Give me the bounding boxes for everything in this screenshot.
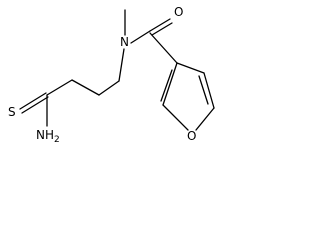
bond-carbonyl-furan: [149, 32, 178, 64]
atom-carbonyl-oxygen-label: O: [174, 5, 183, 19]
bond-ch2-ch2: [71, 79, 100, 96]
furan-c3-c2-inner: [160, 69, 173, 102]
furan-c2-o: [162, 104, 189, 131]
bond-lines: [19, 9, 215, 131]
bond-c-o-double-a: [149, 18, 171, 32]
bond-n-lower: [118, 48, 125, 82]
atom-amide-nitrogen-label: N: [120, 35, 129, 49]
bond-c-ch2-a: [46, 79, 73, 96]
furan-c5-c4: [203, 72, 215, 109]
bond-c-s-double-b: [21, 96, 49, 114]
atom-amine-label: NH2: [36, 128, 60, 145]
atom-labels: S NH2 N O O: [8, 5, 196, 145]
bond-c-o-double-b: [151, 22, 173, 36]
bond-n-carbonyl: [130, 30, 151, 44]
furan-o-c5: [195, 107, 215, 131]
furan-c3-c2: [162, 62, 178, 106]
furan-c4-c3: [176, 62, 205, 74]
furan-c5-c4-inner: [198, 75, 209, 105]
atom-furan-oxygen-label: O: [187, 129, 196, 143]
bond-ch2-n: [98, 80, 120, 96]
amine-main: NH: [36, 128, 54, 142]
atom-sulfur-label: S: [8, 105, 16, 119]
molecule-structure: S NH2 N O O: [8, 5, 215, 145]
amine-subscript: 2: [54, 135, 60, 145]
bond-c-s-double-a: [19, 92, 47, 110]
